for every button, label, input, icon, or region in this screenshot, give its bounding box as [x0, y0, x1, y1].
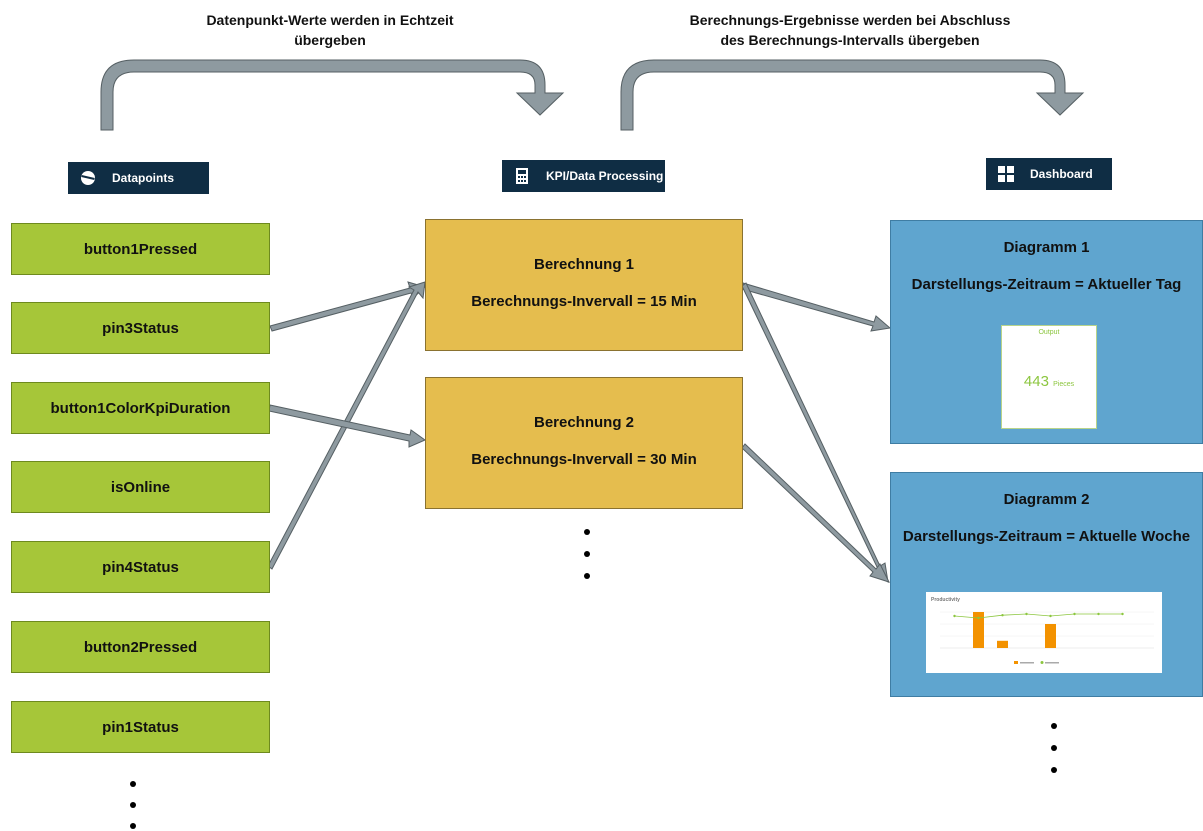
mini-chart-point — [1121, 612, 1124, 616]
kpi-card-value-row: 443 Pieces — [1002, 373, 1096, 390]
top-label-left-line2: übergeben — [294, 32, 366, 48]
ellipsis-dot — [130, 823, 136, 829]
top-label-left-line1: Datenpunkt-Werte werden in Echtzeit — [206, 12, 454, 28]
ellipsis-dot — [1051, 767, 1057, 773]
kpi-card-value: 443 — [1023, 373, 1049, 390]
mini-chart-bar — [1045, 624, 1056, 648]
datapoints-header-label: Datapoints — [112, 171, 175, 185]
datapoint-label: pin1Status — [102, 718, 179, 736]
kpi-card-unit: Pieces — [1053, 381, 1075, 388]
datapoint-box: button2Pressed — [11, 621, 270, 673]
calculation-title: Berechnung 1 — [533, 256, 635, 273]
calculator-icon — [514, 168, 530, 184]
datapoint-box: pin1Status — [11, 701, 270, 753]
diagram-box-1: Diagramm 1 Darstellungs-Zeitraum = Aktue… — [890, 220, 1203, 444]
pie-chart-icon — [80, 170, 96, 186]
ellipsis-dot — [584, 529, 590, 535]
top-label-left: Datenpunkt-Werte werden in Echtzeit über… — [160, 10, 500, 50]
datapoint-box: pin3Status — [11, 302, 270, 354]
datapoint-label: button2Pressed — [83, 638, 198, 656]
top-label-right-line1: Berechnungs-Ergebnisse werden bei Abschl… — [689, 12, 1011, 28]
calculation-interval: Berechnungs-Invervall = 15 Min — [471, 293, 697, 310]
ellipsis-dot — [1051, 723, 1057, 729]
top-label-right: Berechnungs-Ergebnisse werden bei Abschl… — [640, 10, 1060, 50]
mini-chart-point — [1025, 612, 1028, 616]
datapoint-label: isOnline — [110, 478, 171, 496]
mini-chart-point — [1073, 612, 1076, 616]
calculation-box-1: Berechnung 1 Berechnungs-Invervall = 15 … — [425, 219, 743, 351]
mini-chart-point — [977, 616, 980, 620]
kpi-card-title: Output — [1038, 329, 1060, 336]
datapoint-label: pin4Status — [102, 558, 179, 576]
mini-chart-bar — [997, 640, 1008, 648]
flow-arrow-top-left — [100, 59, 565, 131]
mini-chart-point — [1097, 612, 1100, 616]
datapoints-header: Datapoints — [68, 162, 209, 194]
datapoint-box: button1ColorKpiDuration — [11, 382, 270, 434]
diagram-period: Darstellungs-Zeitraum = Aktueller Tag — [911, 276, 1182, 293]
datapoint-box: pin4Status — [11, 541, 270, 593]
calculation-box-2: Berechnung 2 Berechnungs-Invervall = 30 … — [425, 377, 743, 509]
productivity-mini-chart: Productivity — [926, 592, 1162, 673]
ellipsis-dot — [584, 551, 590, 557]
kpi-header: KPI/Data Processing — [502, 160, 665, 192]
mini-chart-line — [954, 613, 1123, 619]
dashboard-header: Dashboard — [986, 158, 1112, 190]
mini-chart-point — [1049, 614, 1052, 618]
ellipsis-dot — [130, 802, 136, 808]
mini-chart-point — [1001, 614, 1004, 617]
datapoint-label: button1Pressed — [83, 240, 198, 258]
mini-chart-svg: Productivity — [931, 597, 1154, 664]
flow-arrow-top-right — [620, 59, 1085, 131]
ellipsis-dot — [584, 573, 590, 579]
calculation-interval: Berechnungs-Invervall = 30 Min — [471, 451, 697, 468]
kpi-header-label: KPI/Data Processing — [546, 169, 664, 183]
top-label-right-line2: des Berechnungs-Intervalls übergeben — [720, 32, 980, 48]
ellipsis-dot — [1051, 745, 1057, 751]
connector-calc1-diag1 — [741, 282, 892, 332]
diagram-title: Diagramm 1 — [1003, 239, 1090, 256]
datapoint-box: isOnline — [11, 461, 270, 513]
datapoint-label: button1ColorKpiDuration — [50, 399, 231, 417]
calculation-title: Berechnung 2 — [533, 414, 635, 431]
connector-calc1-diag2 — [741, 282, 889, 584]
kpi-value-card: Output 443 Pieces — [1001, 325, 1097, 429]
grid-icon — [998, 166, 1014, 182]
ellipsis-dot — [130, 781, 136, 787]
mini-chart-title: Productivity — [931, 597, 960, 603]
mini-chart-bar — [973, 612, 984, 648]
diagram-title: Diagramm 2 — [1003, 491, 1090, 508]
dashboard-header-label: Dashboard — [1030, 167, 1093, 181]
connector-kpiduration-calc2 — [268, 404, 427, 448]
datapoint-label: pin3Status — [102, 319, 179, 337]
datapoint-box: button1Pressed — [11, 223, 270, 275]
mini-chart-point — [953, 614, 956, 618]
connector-calc2-diag2 — [741, 443, 890, 583]
diagram-box-2: Diagramm 2 Darstellungs-Zeitraum = Aktue… — [890, 472, 1203, 697]
diagram-period: Darstellungs-Zeitraum = Aktuelle Woche — [902, 528, 1191, 545]
